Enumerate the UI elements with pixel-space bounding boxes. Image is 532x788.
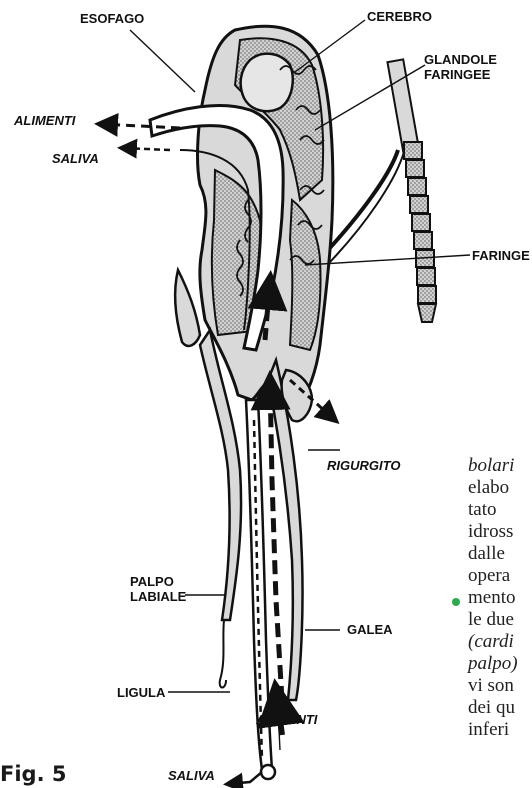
label-saliva-top: SALIVA	[52, 151, 99, 166]
label-faringee: FARINGEE	[424, 67, 490, 82]
label-rigurgito: RIGURGITO	[327, 458, 400, 473]
label-galea: GALEA	[347, 622, 393, 637]
label-alimenti-bottom: ALIMENTI	[256, 712, 317, 727]
figure-number: Fig. 5	[0, 762, 66, 786]
side-text-line: vi son	[468, 675, 514, 697]
antenna	[328, 59, 436, 322]
label-faringe: FARINGE	[472, 248, 530, 263]
side-text-line: mento	[468, 587, 516, 609]
side-text-line: dei qu	[468, 697, 515, 719]
label-saliva-bottom: SALIVA	[168, 768, 215, 783]
side-text-line: le due	[468, 609, 514, 631]
side-text-line: opera	[468, 565, 510, 587]
label-ligula: LIGULA	[117, 685, 165, 700]
side-text-line: elabo	[468, 477, 509, 499]
side-text-line: bolari	[468, 455, 514, 477]
label-glandole: GLANDOLE	[424, 52, 497, 67]
maxilla-left	[175, 270, 200, 346]
label-cerebro: CEREBRO	[367, 9, 432, 24]
bullet-point-icon	[452, 598, 460, 606]
label-labiale: LABIALE	[130, 589, 186, 604]
side-text-line: tato	[468, 499, 497, 521]
label-alimenti-top: ALIMENTI	[14, 113, 75, 128]
brain	[241, 54, 293, 112]
label-esofago: ESOFAGO	[80, 11, 144, 26]
side-text-line: palpo)	[468, 653, 518, 675]
side-text-line: inferi	[468, 719, 509, 741]
side-text-line: dalle	[468, 543, 505, 565]
side-text-line: (cardi	[468, 631, 514, 653]
side-text-line: idross	[468, 521, 513, 543]
label-palpo: PALPO	[130, 574, 174, 589]
